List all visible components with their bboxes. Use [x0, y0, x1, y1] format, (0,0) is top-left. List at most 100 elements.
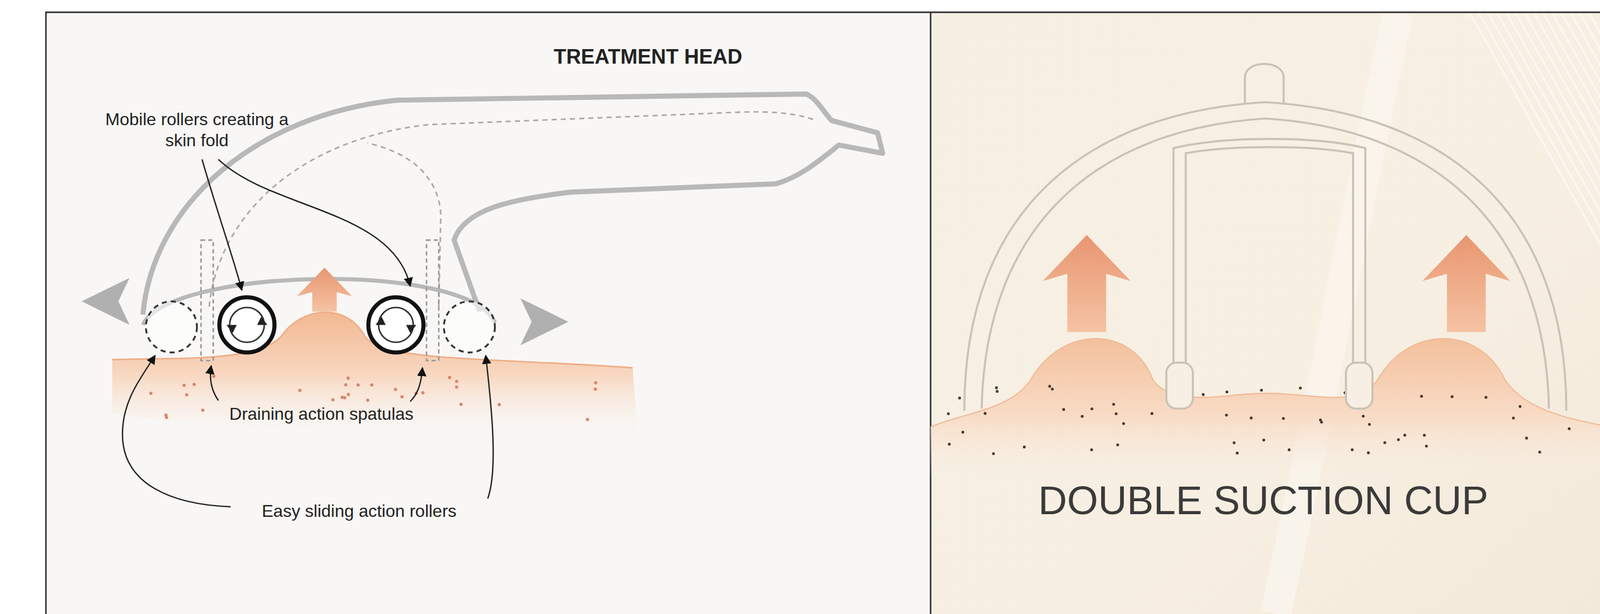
skin-dot — [1361, 414, 1365, 418]
skin-dot — [1383, 441, 1386, 444]
skin-dot — [594, 380, 598, 384]
skin-dot — [369, 382, 374, 387]
lift-arrow — [297, 267, 353, 312]
skin-dot — [1299, 386, 1302, 390]
cup-inner — [981, 118, 1549, 409]
stripe — [1579, 12, 1600, 266]
skin-dot — [1484, 395, 1488, 399]
rotation-arrows — [226, 316, 268, 333]
mobile-roller — [368, 297, 424, 353]
skin-dot — [1423, 433, 1426, 437]
skin-dot — [1320, 420, 1323, 424]
light-band — [1275, 12, 1398, 614]
motion-arrow — [520, 298, 569, 346]
skin-dot — [1450, 395, 1454, 398]
skin-dot — [1225, 413, 1228, 417]
callout-label: Draining action spatulas — [229, 403, 414, 424]
lift-arrow — [1042, 235, 1131, 333]
sliding-roller — [146, 301, 198, 353]
leader-line — [122, 355, 231, 507]
skin-dot — [1260, 388, 1263, 391]
skin-dot — [182, 383, 186, 387]
skin-dot — [1368, 422, 1371, 426]
skin-dot — [393, 387, 397, 391]
panel-title: TREATMENT HEAD — [553, 44, 743, 70]
panel-title: DOUBLE SUCTION CUP — [1038, 476, 1489, 525]
skin-dot — [1281, 416, 1285, 420]
leader-line — [485, 355, 494, 499]
skin-dot — [1419, 394, 1423, 398]
divider-foot — [1166, 362, 1193, 409]
draining-spatula — [426, 239, 439, 361]
stripe — [1533, 12, 1600, 266]
skin-dots — [946, 384, 1571, 455]
skin-dot — [201, 408, 205, 412]
skin-dot — [961, 430, 965, 434]
roller-rim — [219, 297, 275, 353]
skin-dot — [995, 389, 999, 393]
cup-outer — [964, 101, 1567, 411]
stripe — [1561, 12, 1600, 266]
skin-dot — [212, 374, 216, 378]
skin-dot — [1114, 411, 1118, 415]
skin-dot — [958, 396, 961, 400]
skin-dot — [1538, 450, 1542, 453]
skin-layer — [930, 338, 1600, 480]
skin-dot — [497, 402, 501, 407]
skin-dot — [1232, 441, 1236, 444]
skin-dot — [356, 383, 360, 387]
skin-dot — [1225, 390, 1228, 394]
skin-dot — [1062, 407, 1066, 411]
stripe — [1515, 12, 1600, 266]
skin-dot — [1150, 411, 1153, 415]
skin-dot — [184, 393, 189, 397]
skin-dot — [1250, 416, 1253, 420]
skin-dot — [1090, 407, 1094, 410]
skin-dot — [346, 376, 350, 380]
stripe — [1497, 12, 1600, 266]
skin-dot — [1090, 448, 1094, 451]
skin-dot — [366, 398, 370, 402]
skin-dot — [1262, 438, 1266, 442]
skin-dot — [331, 397, 335, 402]
leader-lines — [122, 159, 494, 507]
skin-dot — [948, 442, 951, 445]
leader-line — [218, 159, 411, 286]
skin-dot — [149, 391, 153, 395]
skin-dot — [448, 375, 452, 380]
skin-dot — [165, 415, 169, 420]
skin-dot — [192, 382, 196, 386]
cup-divider — [1185, 147, 1354, 368]
skin-dot — [1512, 416, 1515, 420]
skin-dot — [1051, 387, 1054, 390]
roller-rim — [368, 297, 424, 353]
skin-dot — [1350, 448, 1354, 451]
skin-surface — [930, 338, 1600, 428]
suction-cup-outline — [964, 63, 1567, 411]
stripe — [1570, 12, 1600, 266]
skin-dot — [1367, 451, 1370, 455]
skin-dot — [340, 395, 345, 399]
skin-dot — [1518, 404, 1522, 408]
stripe — [1588, 12, 1600, 266]
right-panel — [930, 12, 1600, 614]
skin-dot — [459, 402, 463, 406]
leader-line — [202, 159, 243, 290]
skin-dot — [1525, 436, 1528, 439]
left-panel — [45, 12, 931, 614]
skin-dot — [1080, 414, 1084, 418]
skin-dot — [1116, 443, 1119, 446]
skin-dot — [1397, 437, 1400, 441]
rotation-arrows — [375, 316, 417, 333]
skin-dot — [1111, 402, 1115, 406]
skin-dot — [946, 411, 950, 415]
skin-dot — [1567, 427, 1571, 430]
skin-dot — [1403, 433, 1406, 437]
skin-dot — [455, 379, 459, 383]
skin-dot — [1235, 451, 1239, 455]
lift-arrow — [1422, 235, 1511, 333]
skin-dot — [1202, 393, 1205, 396]
skin-dot — [346, 392, 350, 396]
